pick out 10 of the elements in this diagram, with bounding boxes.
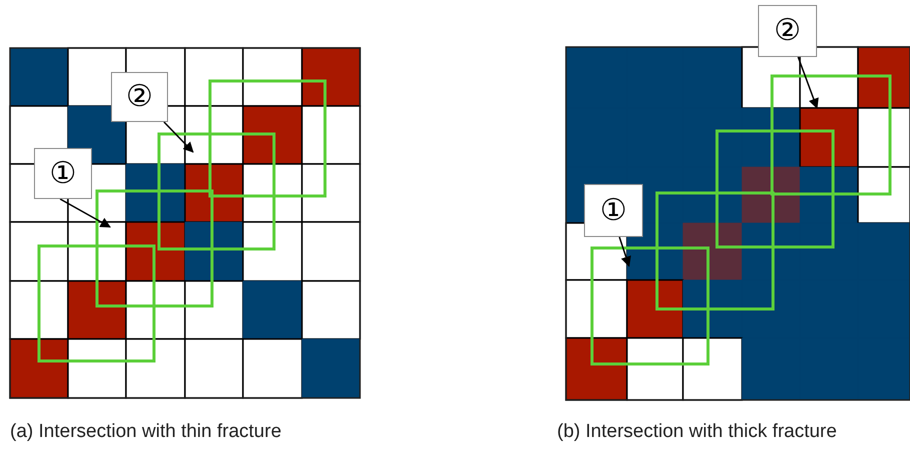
callout-box: ② (758, 5, 817, 57)
callout-box: ① (584, 184, 643, 237)
leader-arrow (60, 198, 111, 228)
callout-box: ② (111, 72, 168, 122)
callout-box: ① (34, 148, 92, 199)
figure-caption: (b) Intersection with thick fracture (557, 420, 837, 444)
leader-arrow (797, 56, 819, 109)
figure-caption: (a) Intersection with thin fracture (10, 420, 282, 444)
leader-arrow (163, 121, 194, 153)
leader-arrow (618, 236, 632, 267)
